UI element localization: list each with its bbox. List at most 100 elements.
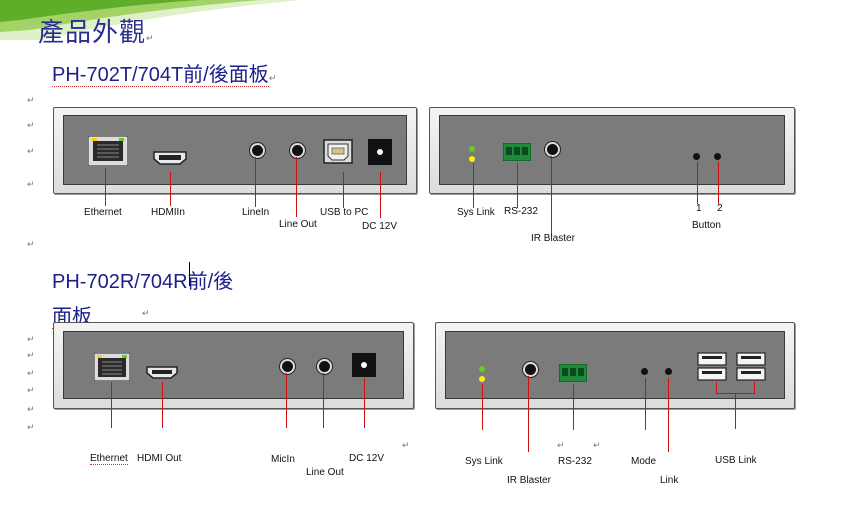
return-mark: ↵ [27,351,35,361]
hdmi-port-icon [146,366,178,379]
tx-rear-panel [429,107,795,194]
leader-line [482,384,483,430]
leader-line [170,172,171,206]
section-title-tx-text: PH-702T/704T前/後面板 [52,64,269,87]
leader-line [668,378,669,452]
return-mark: ↵ [27,386,35,396]
leader-line [323,373,324,428]
rx-ir-blaster-label: IR Blaster [507,475,551,486]
ethernet-port-icon [88,136,128,166]
text-cursor [189,262,190,286]
rx-hdmi-out-label: HDMI Out [137,453,182,464]
return-mark: ↵ [27,405,35,415]
rx-ethernet-label: Ethernet [90,453,128,465]
tx-button-1-label: 1 [696,203,702,214]
section-title-tx: PH-702T/704T前/後面板↵ [52,58,276,87]
leader-line [718,162,719,204]
rx-dc-12v-label: DC 12V [349,453,385,464]
leader-line [111,382,112,428]
leader-line [528,376,529,452]
hdmi-port-icon [153,151,187,165]
rx-ethernet-label-text: Ethernet [90,453,128,465]
tx-sys-link-label: Sys Link [457,207,495,218]
header-swoosh-decoration [0,0,300,40]
line-in-jack-icon [250,143,265,158]
leader-line [716,382,717,394]
tx-rs232-label: RS-232 [504,206,538,217]
dc-power-jack-icon [368,139,392,165]
rx-rs232-label: RS-232 [558,456,592,467]
return-mark: ↵ [142,309,150,319]
return-mark: ↵ [27,369,35,379]
return-mark: ↵ [268,74,277,84]
leader-line [364,378,365,428]
leader-line [105,168,106,206]
tx-usb-to-pc-label: USB to PC [320,207,369,218]
rs232-terminal-icon [503,143,531,161]
return-mark: ↵ [593,441,601,451]
tx-button-label: Button [692,220,721,231]
page-title-text: 產品外觀 [38,18,147,48]
return-mark: ↵ [557,441,565,451]
leader-line [645,378,646,430]
tx-ethernet-label: Ethernet [84,207,122,218]
section-title-rx-line1: PH-702R/704R前/後 [52,265,233,294]
ethernet-port-icon [94,353,130,381]
leader-line [255,157,256,207]
return-mark: ↵ [402,441,410,451]
dc-power-jack-icon [352,353,376,377]
page-title: 產品外觀↵ [38,12,155,49]
ir-blaster-jack-icon [545,142,560,157]
link-led-yellow-icon [479,376,485,382]
rs232-terminal-icon [559,364,587,382]
link-button-icon [665,368,672,375]
button-1-icon [693,153,700,160]
leader-line [697,162,698,204]
return-mark: ↵ [27,121,35,131]
leader-line [473,163,474,208]
return-mark: ↵ [146,34,155,44]
leader-line [162,382,163,428]
mic-in-jack-icon [280,359,295,374]
ir-blaster-jack-icon [523,362,538,377]
return-mark: ↵ [27,96,35,106]
return-mark: ↵ [27,147,35,157]
leader-line [343,172,344,208]
tx-ir-blaster-label: IR Blaster [531,233,575,244]
tx-line-in-label: LineIn [242,207,270,218]
sys-led-green-icon [469,146,475,152]
mode-button-icon [641,368,648,375]
tx-line-out-label: Line Out [279,219,317,230]
sys-led-green-icon [479,366,485,372]
leader-line [573,384,574,430]
usb-b-port-icon [323,139,353,164]
leader-line [380,172,381,218]
return-mark: ↵ [27,335,35,345]
button-2-icon [714,153,721,160]
tx-rear-panel-face [439,115,785,185]
line-out-jack-icon [317,359,332,374]
rx-rear-panel-face [445,331,785,399]
return-mark: ↵ [27,180,35,190]
leader-line [296,157,297,217]
tx-hdmi-in-label: HDMIIn [151,207,185,218]
tx-button-2-label: 2 [717,203,723,214]
leader-line [517,163,518,208]
rx-link-label: Link [660,475,679,486]
usb-a-ports-icon [697,352,766,381]
leader-line [551,156,552,236]
leader-line [286,373,287,428]
section-title-rx-line1-text: PH-702R/704R前/後 [52,271,234,293]
rx-mode-label: Mode [631,456,657,467]
rx-sys-link-label: Sys Link [465,456,503,467]
leader-line [735,393,736,429]
leader-line [754,382,755,394]
rx-mic-in-label: MicIn [271,454,295,465]
return-mark: ↵ [27,423,35,433]
rx-usb-link-label: USB Link [715,455,757,466]
tx-dc-12v-label: DC 12V [362,221,398,232]
line-out-jack-icon [290,143,305,158]
link-led-yellow-icon [469,156,475,162]
return-mark: ↵ [27,240,35,250]
rx-line-out-label: Line Out [306,467,344,478]
